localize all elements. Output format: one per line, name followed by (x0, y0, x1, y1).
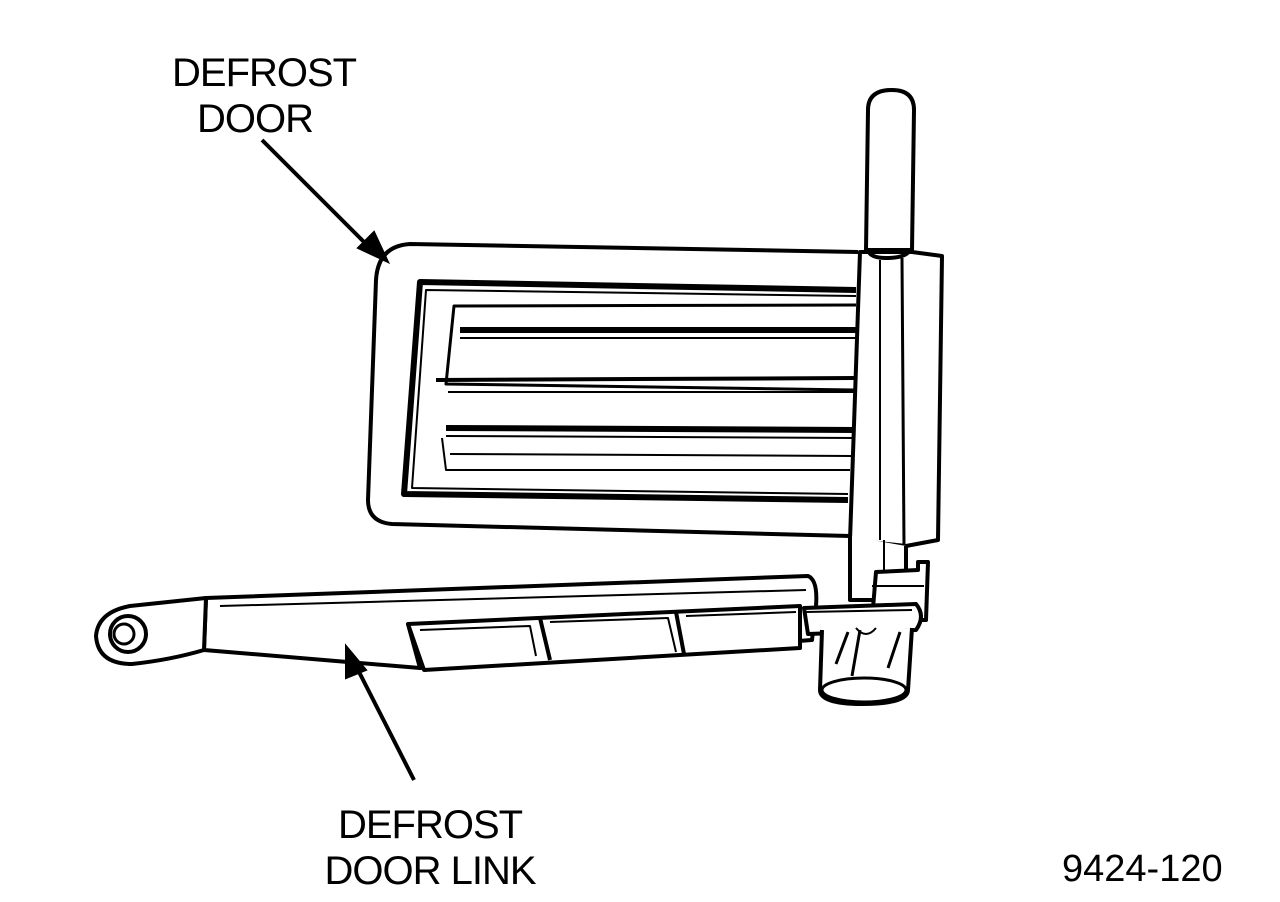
defrost-door (366, 242, 859, 538)
defrost-door-link-label: DEFROST DOOR LINK (324, 803, 536, 893)
link-leader-line (354, 665, 416, 781)
leader-lines (260, 138, 416, 781)
defrost-door-label: DEFROST DOOR (172, 51, 357, 141)
door-arrowhead (356, 230, 391, 265)
defrost-door-link (94, 574, 923, 706)
door-shaft (848, 88, 944, 622)
figure-number: 9424-120 (1062, 848, 1223, 890)
door-leader-line (260, 138, 370, 248)
link-arrowhead (345, 643, 368, 680)
